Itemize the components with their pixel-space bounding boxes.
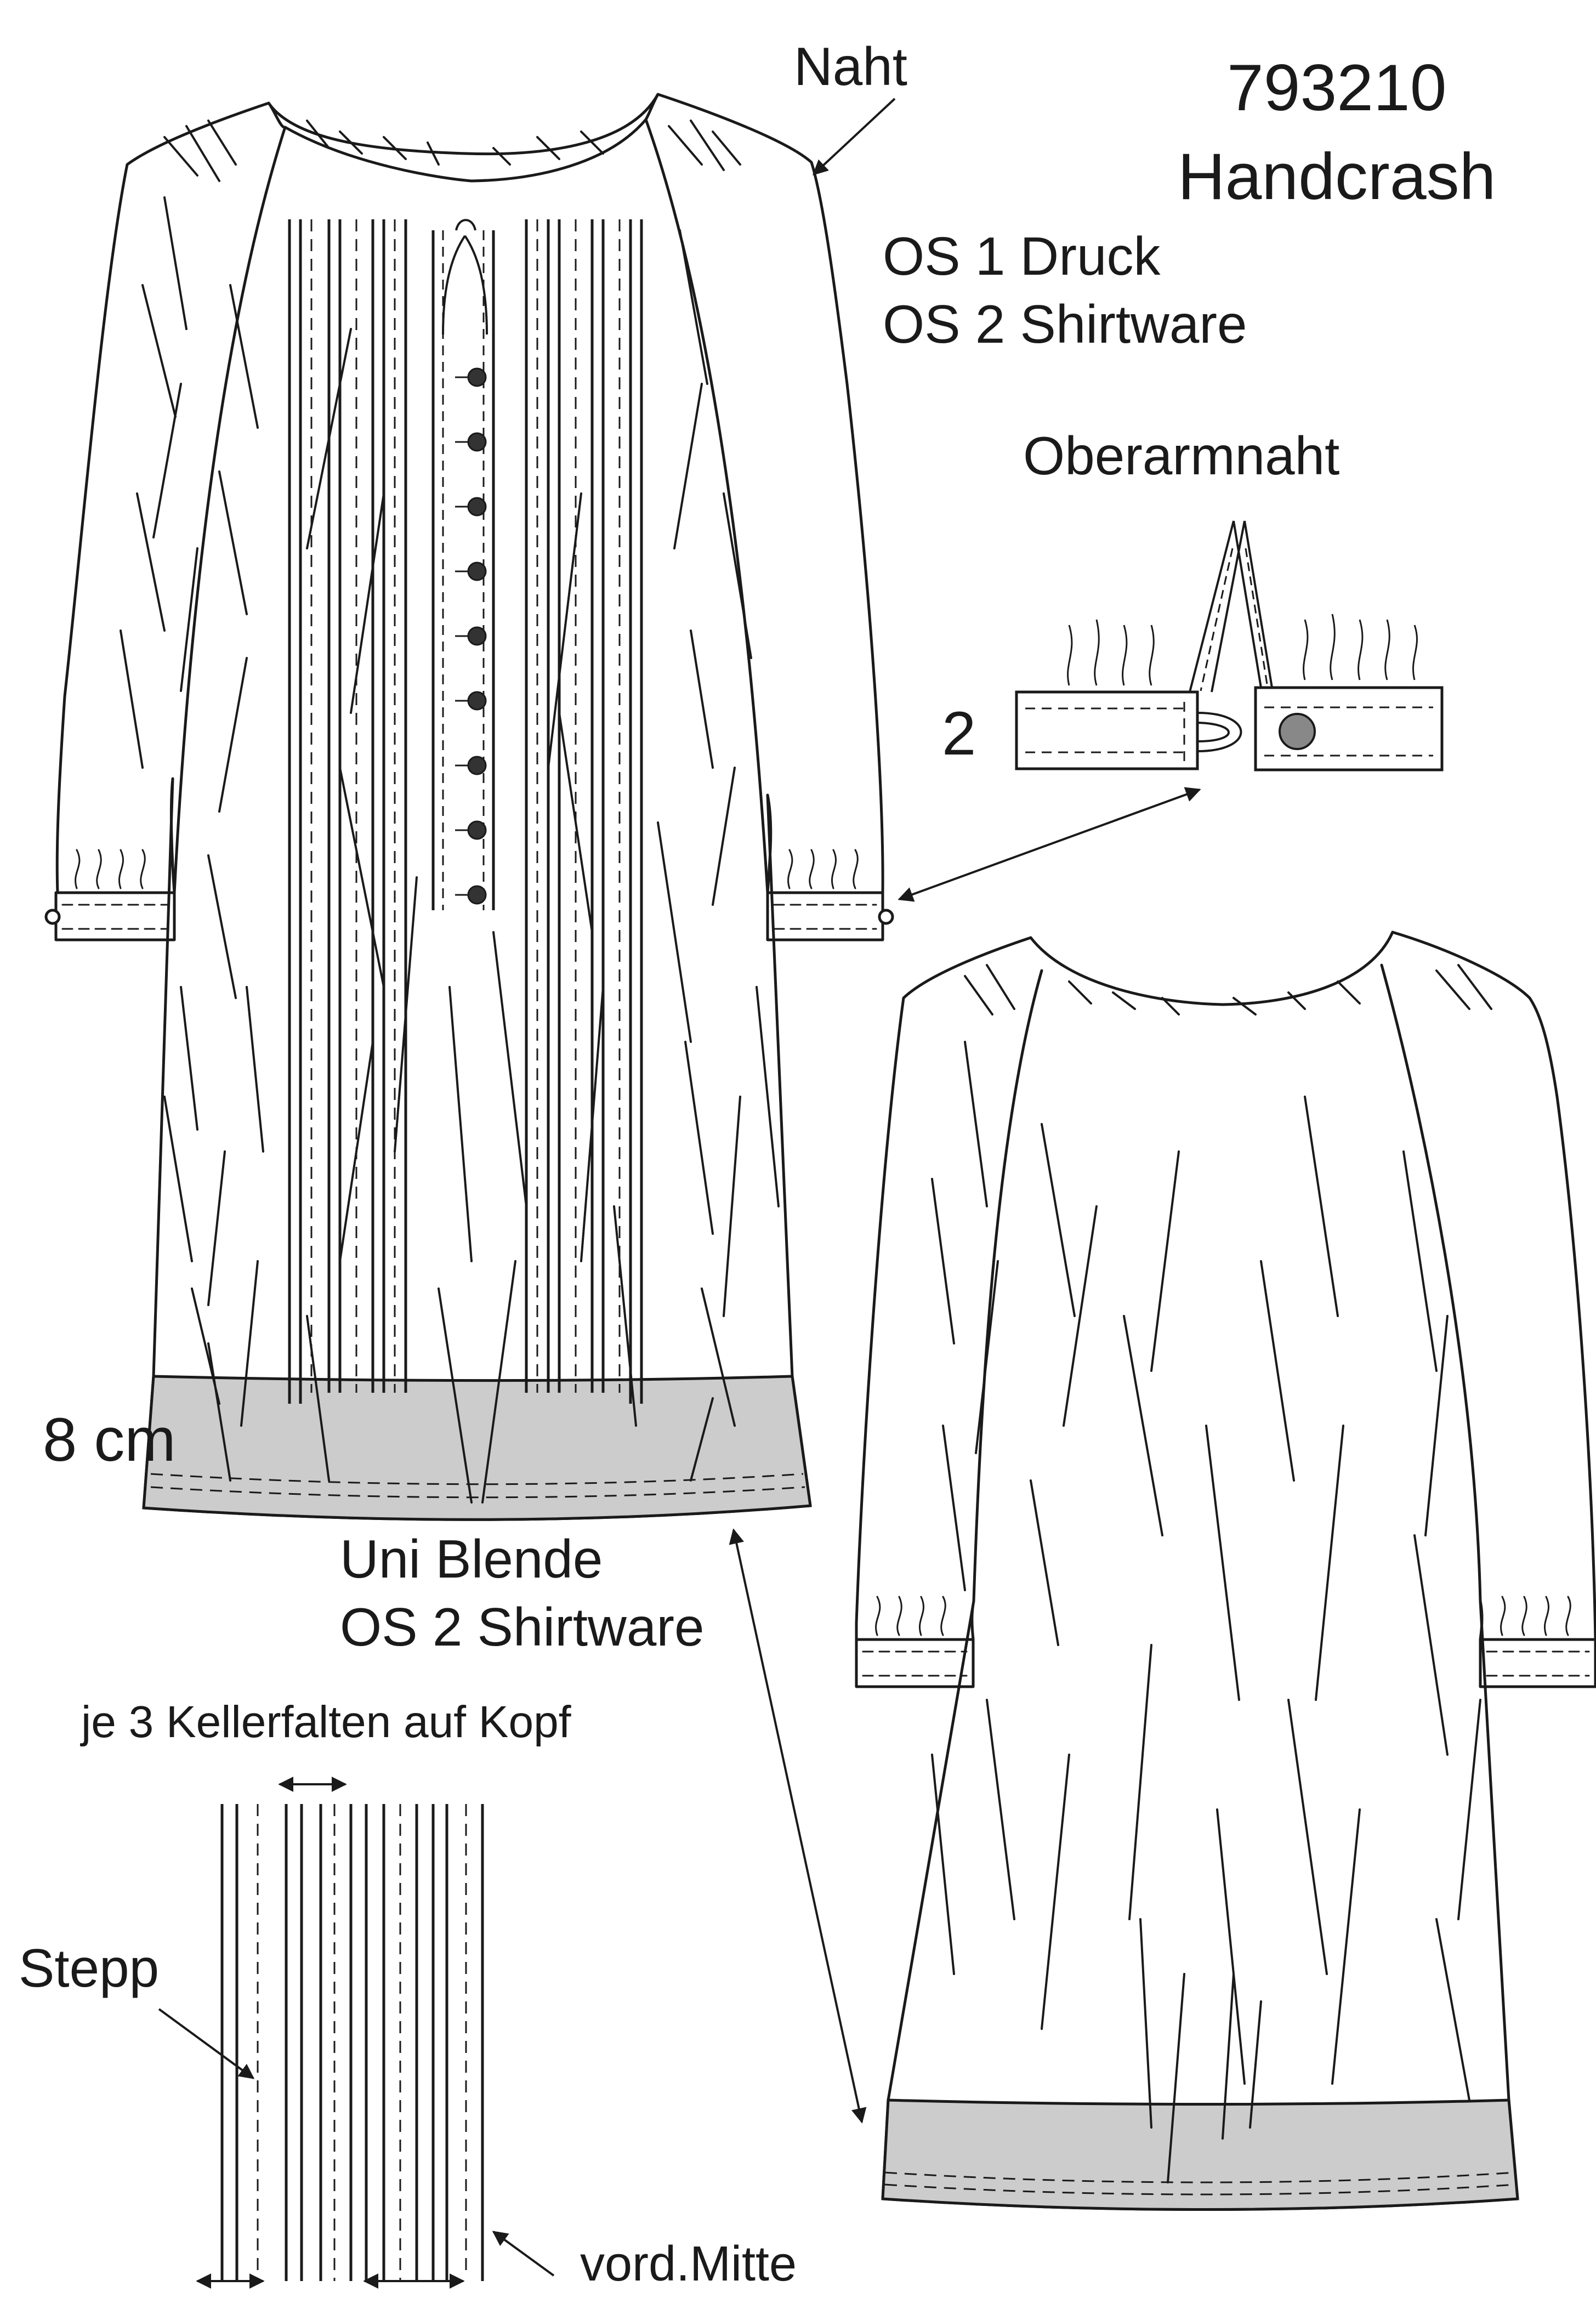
- back-raglan-seam-right: [1380, 963, 1482, 1603]
- cuff-detail: [1015, 520, 1444, 772]
- front-dress-outline: [55, 93, 884, 1521]
- topstitch-label: Stepp: [19, 1938, 160, 1998]
- outer-fabric-1-label: OS 1 Druck: [883, 226, 1161, 286]
- back-cuff-right: [1479, 1638, 1596, 1688]
- back-dress-outline: [855, 931, 1596, 2211]
- back-crash-texture: [931, 964, 1492, 2183]
- cuff-button-icon: [878, 909, 894, 925]
- front-hem-band: [142, 1375, 812, 1521]
- button-icon: [467, 497, 487, 517]
- front-neckline: [267, 93, 660, 156]
- front-pleat-panel: [288, 219, 643, 1404]
- back-view-dress: [855, 931, 1596, 2211]
- seam-label: Naht: [794, 36, 908, 97]
- pleat-detail: [220, 1804, 484, 2281]
- neck-tie: [442, 219, 488, 335]
- front-raglan-seam-left: [173, 126, 287, 894]
- button-icon: [467, 820, 487, 840]
- center-front-label: vord.Mitte: [580, 2237, 797, 2291]
- center-front-arrow: [492, 2231, 555, 2277]
- hem-band-fabric-label: OS 2 Shirtware: [340, 1597, 705, 1657]
- back-neckline: [1029, 931, 1394, 1006]
- front-cuff-right: [766, 891, 884, 941]
- button-icon: [467, 367, 487, 387]
- button-icon: [467, 885, 487, 905]
- front-view-dress: [44, 93, 894, 1521]
- button-icon: [467, 756, 487, 775]
- cuff-button-icon: [44, 909, 61, 925]
- article-number: 793210: [1227, 51, 1447, 124]
- pleat-note-label: je 3 Kellerfalten auf Kopf: [81, 1697, 571, 1747]
- seam-arrow: [812, 98, 896, 175]
- upper-arm-seam-label: Oberarmnaht: [1023, 426, 1340, 486]
- front-raglan-seam-right: [644, 118, 769, 894]
- front-crash-texture: [120, 120, 780, 1504]
- front-cuff-left: [54, 891, 176, 941]
- button-icon: [467, 626, 487, 646]
- cuff-detail-left-piece: [1015, 690, 1199, 770]
- back-raglan-seam-left: [972, 969, 1043, 1603]
- cuff-loop-icon: [1197, 712, 1242, 752]
- stepp-arrow: [158, 2008, 255, 2079]
- front-buttons: [467, 367, 487, 905]
- hem-band-name-label: Uni Blende: [340, 1529, 603, 1589]
- button-icon: [467, 691, 487, 711]
- cuff-detail-arrow: [898, 787, 1201, 902]
- back-hem-band: [881, 2098, 1519, 2211]
- fabric-name: Handcrash: [1178, 140, 1496, 213]
- cuff-detail-number: 2: [942, 699, 976, 768]
- hem-band-height-label: 8 cm: [43, 1405, 176, 1474]
- button-icon: [467, 432, 487, 452]
- hem-band-arrow: [729, 1528, 867, 2124]
- annotation-arrows: [158, 98, 1201, 2289]
- back-cuff-left: [855, 1638, 975, 1688]
- cuff-detail-right-piece: [1254, 686, 1444, 772]
- cuff-detail-button-icon: [1279, 713, 1316, 750]
- outer-fabric-2-label: OS 2 Shirtware: [883, 294, 1247, 354]
- button-icon: [467, 561, 487, 581]
